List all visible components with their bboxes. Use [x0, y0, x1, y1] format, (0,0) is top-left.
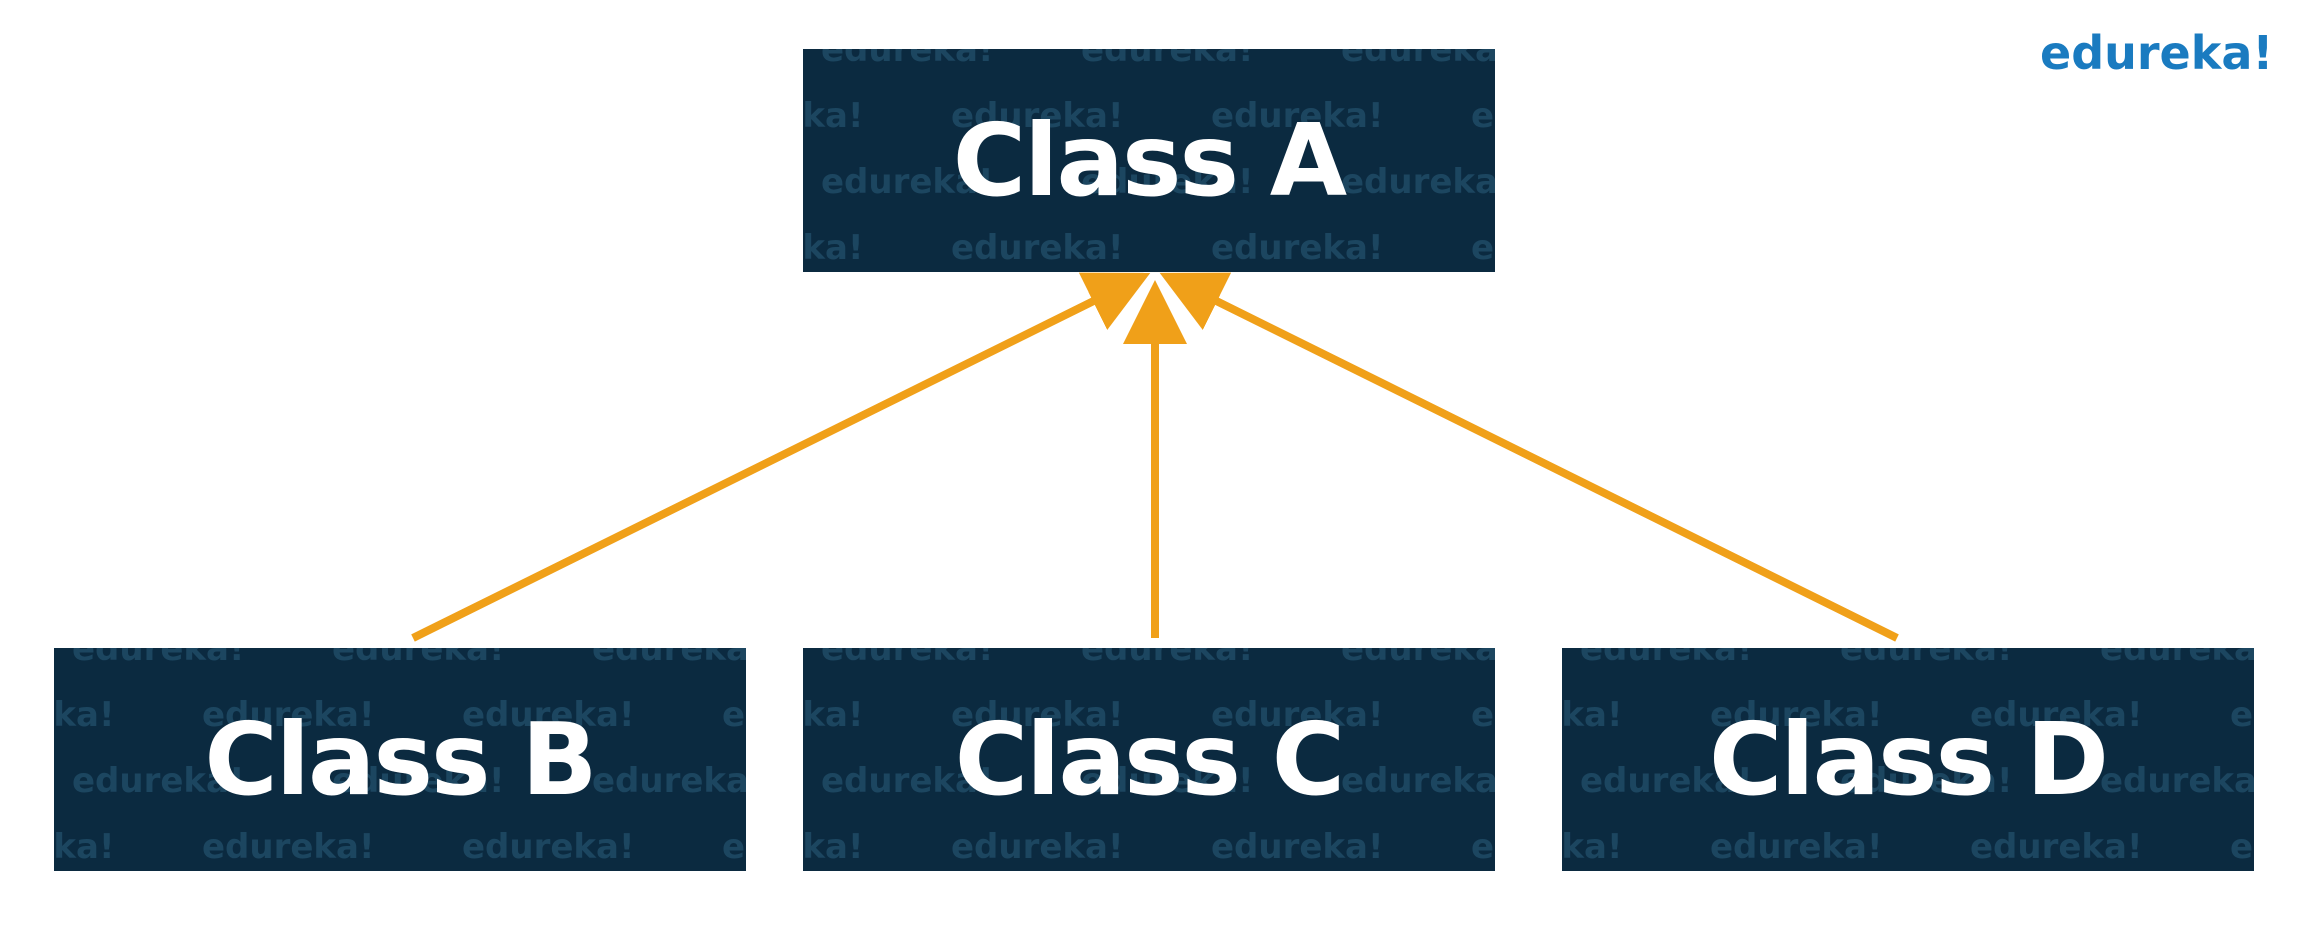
watermark-text: edureka!	[1081, 761, 1254, 801]
watermark-text: edureka!	[722, 827, 746, 867]
watermark-text: edureka!	[1710, 827, 1883, 867]
watermark-text: edureka!	[1081, 49, 1254, 70]
watermark-pattern: edureka! edureka! edureka! edureka! edureka!…	[803, 49, 1495, 268]
class-a-label: Class A	[952, 102, 1347, 219]
watermark-text: edureka!	[54, 695, 115, 735]
watermark-text: edureka!	[1081, 648, 1254, 669]
watermark-text: edureka!	[202, 827, 375, 867]
watermark-text: edureka!	[462, 827, 635, 867]
watermark-text: edureka!	[2230, 695, 2254, 735]
watermark-text: edureka!	[1211, 827, 1384, 867]
watermark-text: edureka!	[1211, 695, 1384, 735]
watermark-text: edureka!	[1341, 162, 1495, 202]
class-d-label: Class D	[1708, 701, 2109, 818]
watermark-pattern: edureka! edureka! edureka! edureka! edureka!…	[54, 648, 746, 867]
watermark-text: edureka!	[1970, 827, 2143, 867]
watermark-text: edureka!	[803, 695, 864, 735]
watermark-text: edureka!	[1341, 648, 1495, 669]
class-c-box: edureka! edureka! edureka! edureka! edureka!…	[803, 648, 1495, 871]
watermark-text: edureka!	[202, 695, 375, 735]
watermark-text: edureka!	[72, 648, 245, 669]
watermark-pattern: edureka! edureka! edureka! edureka! edureka!…	[803, 648, 1495, 867]
watermark-text: edureka!	[1840, 761, 2013, 801]
class-b-box: edureka! edureka! edureka! edureka! edureka!…	[54, 648, 746, 871]
watermark-text: edureka!	[951, 96, 1124, 136]
arrow-b-to-a	[411, 272, 1151, 642]
watermark-text: edureka!	[803, 827, 864, 867]
class-a-box: edureka! edureka! edureka! edureka! edureka!…	[803, 49, 1495, 272]
watermark-text: edureka!	[54, 827, 115, 867]
watermark-pattern: edureka! edureka! edureka! edureka! edureka!…	[1562, 648, 2254, 867]
watermark-text: edureka!	[951, 827, 1124, 867]
watermark-text: edureka!	[1341, 49, 1495, 70]
watermark-text: edureka!	[72, 761, 245, 801]
watermark-text: edureka!	[1341, 761, 1495, 801]
watermark-text: edureka!	[1211, 96, 1384, 136]
class-c-label: Class C	[954, 701, 1345, 818]
watermark-text: edureka!	[332, 648, 505, 669]
watermark-text: edureka!	[2100, 761, 2254, 801]
watermark-text: edureka!	[821, 49, 994, 70]
watermark-text: edureka!	[2230, 827, 2254, 867]
edureka-logo: edureka!	[2040, 26, 2274, 80]
watermark-text: edureka!	[1471, 228, 1495, 268]
watermark-text: edureka!	[1840, 648, 2013, 669]
watermark-text: edureka!	[951, 228, 1124, 268]
watermark-text: edureka!	[722, 695, 746, 735]
watermark-text: edureka!	[821, 648, 994, 669]
class-d-box: edureka! edureka! edureka! edureka! edureka!…	[1562, 648, 2254, 871]
watermark-text: edureka!	[803, 228, 864, 268]
arrow-d-to-a	[1159, 272, 1899, 642]
watermark-text: edureka!	[803, 96, 864, 136]
watermark-text: edureka!	[951, 695, 1124, 735]
watermark-text: edureka!	[1970, 695, 2143, 735]
watermark-text: edureka!	[1471, 96, 1495, 136]
watermark-text: edureka!	[2100, 648, 2254, 669]
watermark-text: edureka!	[821, 162, 994, 202]
watermark-text: edureka!	[1562, 827, 1623, 867]
watermark-text: edureka!	[1081, 162, 1254, 202]
watermark-text: edureka!	[462, 695, 635, 735]
watermark-text: edureka!	[1710, 695, 1883, 735]
class-b-label: Class B	[204, 701, 597, 818]
watermark-text: edureka!	[1471, 695, 1495, 735]
watermark-text: edureka!	[592, 761, 746, 801]
watermark-text: edureka!	[332, 761, 505, 801]
watermark-text: edureka!	[821, 761, 994, 801]
watermark-text: edureka!	[1471, 827, 1495, 867]
watermark-text: edureka!	[1562, 695, 1623, 735]
watermark-text: edureka!	[592, 648, 746, 669]
watermark-text: edureka!	[1580, 761, 1753, 801]
watermark-text: edureka!	[1211, 228, 1384, 268]
watermark-text: edureka!	[1580, 648, 1753, 669]
